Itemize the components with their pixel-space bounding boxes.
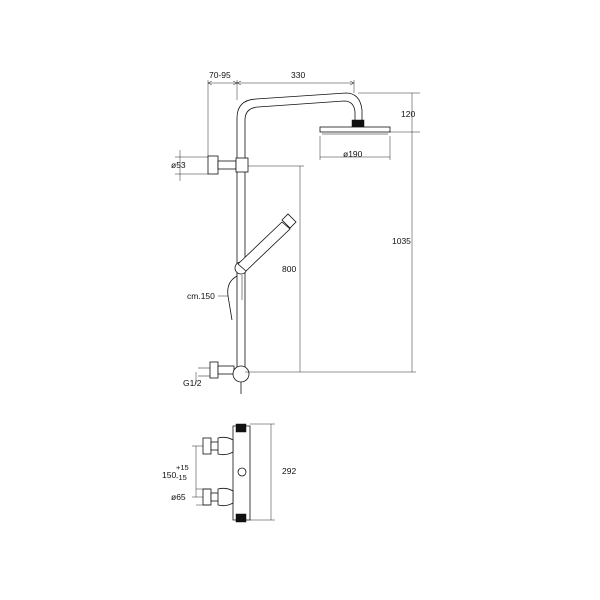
riser-pipe	[236, 92, 363, 375]
thermostatic-mixer	[202, 423, 251, 523]
shower-head	[319, 119, 391, 135]
dim-inlet-spacing-plus: +15	[176, 463, 189, 472]
dim-head-diameter: ø190	[343, 149, 363, 159]
dim-rail-height: 1035	[392, 236, 411, 246]
dimension-lines-upper	[175, 80, 420, 384]
dim-inlet-spacing-minus: -15	[176, 473, 187, 482]
dim-head-drop: 120	[401, 109, 415, 119]
dim-arm-reach: 330	[291, 70, 305, 80]
upper-wall-bracket	[207, 155, 249, 175]
dim-inlet-spacing-base: 150	[162, 470, 176, 480]
dim-inlet-thread: G1/2	[183, 378, 202, 388]
riser-pipe-inner	[244, 100, 356, 375]
dim-bracket-diameter: ø53	[171, 160, 186, 170]
dimension-lines-lower	[192, 423, 275, 521]
shower-hose	[227, 275, 238, 321]
dimension-labels: 70-95 330 120 ø190 ø53 1035 800 cm.150 G…	[162, 70, 415, 502]
dim-bracket-to-inlet: 800	[282, 264, 296, 274]
shower-column	[198, 92, 391, 394]
dim-escutcheon-diameter: ø65	[171, 492, 186, 502]
lower-inlet-connector	[198, 361, 250, 394]
dim-mixer-height: 292	[282, 466, 296, 476]
dim-hose-length: cm.150	[187, 291, 215, 301]
dim-wall-offset: 70-95	[209, 70, 231, 80]
hand-shower	[234, 213, 297, 300]
